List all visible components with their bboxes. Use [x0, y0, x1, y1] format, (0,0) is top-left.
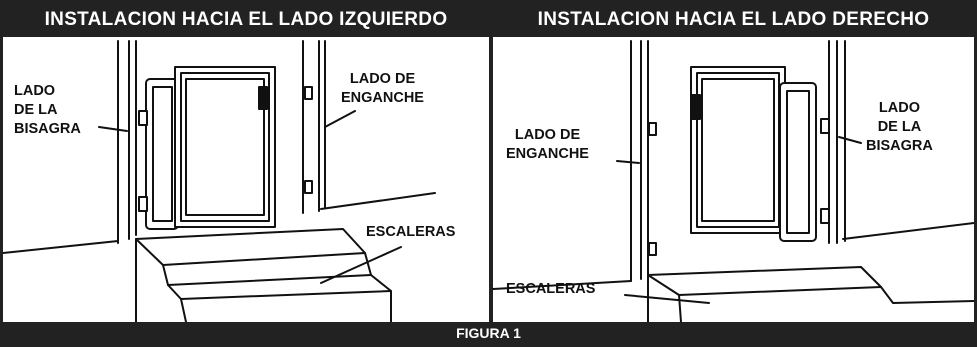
left-hinge-side-label: LADO DE LA BISAGRA [14, 82, 81, 139]
right-latch-post [630, 40, 657, 282]
left-installation-drawing [3, 40, 436, 322]
left-hinge-post [117, 40, 137, 244]
left-floor-line-far [320, 192, 436, 210]
left-hinge-label-line-3: BISAGRA [14, 121, 81, 137]
right-hinge-label-line-1: LADO [878, 100, 920, 116]
right-stairs-label: ESCALERAS [506, 281, 596, 297]
gate-installation-illustration [3, 40, 974, 322]
left-stairs [135, 228, 392, 322]
right-floor-line-near [492, 280, 632, 290]
left-latch-leader [324, 110, 356, 128]
right-panel-title: INSTALACION HACIA EL LADO DERECHO [493, 3, 974, 37]
right-stairs-leader [624, 294, 710, 304]
right-gate [690, 66, 817, 242]
right-latch-leader [616, 160, 640, 164]
right-floor-line-far [842, 222, 974, 240]
right-stairs [647, 266, 974, 322]
left-latch-label-line-2: ENGANCHE [341, 90, 424, 106]
left-latch-side-label: LADO DE ENGANCHE [341, 70, 424, 108]
right-hinge-post [820, 40, 846, 244]
right-latch-label-line-2: ENGANCHE [506, 146, 589, 162]
left-panel-title: INSTALACION HACIA EL LADO IZQUIERDO [3, 3, 489, 37]
left-stairs-label: ESCALERAS [366, 224, 456, 240]
left-stairs-leader [320, 246, 402, 284]
panel-divider [489, 3, 493, 323]
left-hinge-label-line-1: LADO [14, 83, 56, 99]
left-floor-line [3, 240, 119, 254]
left-gate [138, 66, 276, 230]
right-hinge-label-line-2: DE LA [877, 119, 922, 135]
right-latch-label-line-1: LADO DE [514, 127, 581, 143]
right-installation-drawing [492, 40, 974, 322]
left-hinge-leader [98, 126, 128, 132]
right-hinge-label-line-3: BISAGRA [866, 138, 933, 154]
left-latch-post [302, 40, 326, 214]
left-latch-label-line-1: LADO DE [349, 71, 416, 87]
right-hinge-leader [838, 136, 862, 144]
right-latch-side-label: LADO DE ENGANCHE [506, 126, 589, 164]
right-hinge-side-label: LADO DE LA BISAGRA [866, 99, 933, 156]
figure-caption: FIGURA 1 [3, 322, 974, 344]
left-hinge-label-line-2: DE LA [14, 102, 58, 118]
